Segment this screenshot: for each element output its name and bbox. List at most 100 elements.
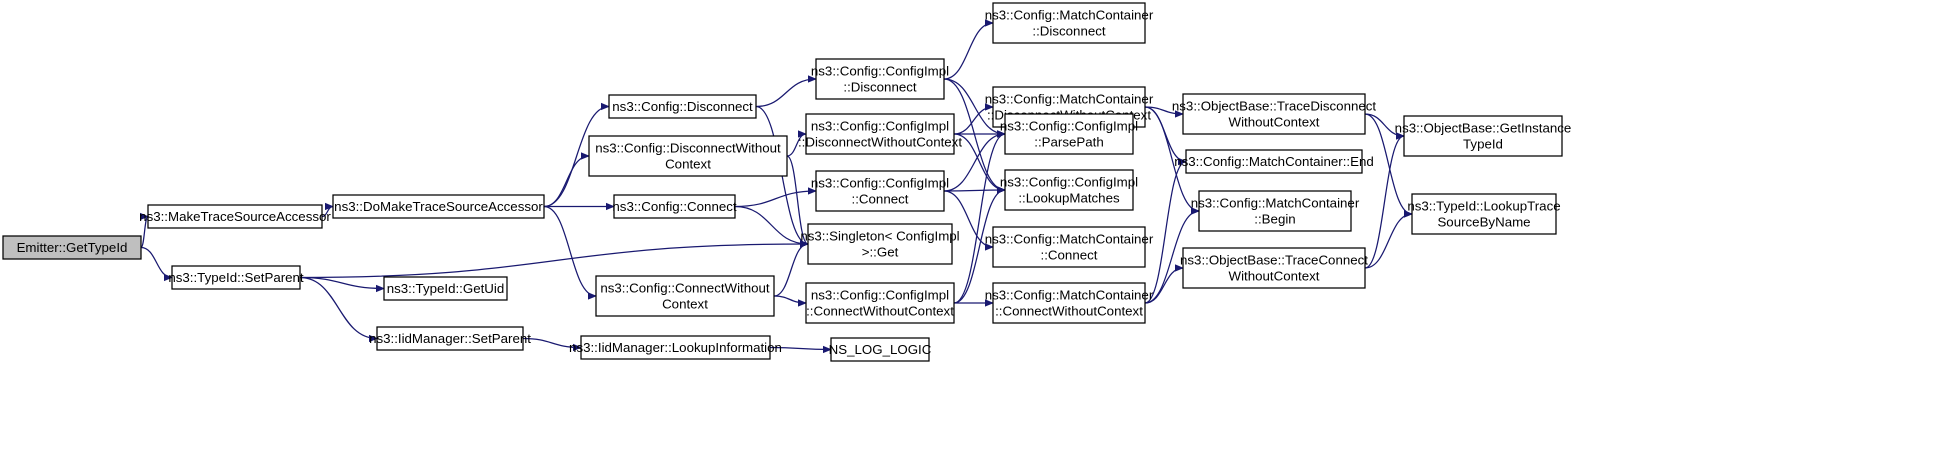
node-box	[1185, 149, 1363, 174]
node-ns-log-logic[interactable]: NS_LOG_LOGIC	[829, 337, 932, 362]
edge-path	[299, 244, 808, 279]
node-label: ns3::Config::MatchContainer	[1191, 196, 1360, 211]
node-label: ns3::Config::MatchContainer	[985, 288, 1154, 303]
node-label: >::Get	[862, 245, 899, 260]
node-matchcontainer-begin[interactable]: ns3::Config::MatchContainer::Begin	[1191, 190, 1360, 232]
edge-configimpl-disconnect-without-context-to-matchcontainer-disconnect-without-context	[953, 107, 994, 135]
node-label: ns3::Config::ConfigImpl	[1000, 175, 1138, 190]
node-typeid-setparent[interactable]: ns3::TypeId::SetParent	[168, 265, 304, 290]
edge-matchcontainer-connect-without-context-to-matchcontainer-end	[1144, 162, 1187, 304]
node-label: ns3::MakeTraceSourceAccessor	[139, 209, 331, 224]
node-configimpl-lookupmatches[interactable]: ns3::Config::ConfigImpl::LookupMatches	[1000, 169, 1138, 211]
node-config-connect-without-context[interactable]: ns3::Config::ConnectWithoutContext	[595, 275, 775, 317]
node-config-disconnect-without-context[interactable]: ns3::Config::DisconnectWithoutContext	[588, 135, 788, 177]
node-box	[1403, 115, 1563, 157]
edge-do-make-trace-source-accessor-to-config-disconnect-without-context	[543, 156, 590, 208]
node-label: ns3::ObjectBase::TraceDisconnect	[1172, 99, 1377, 114]
node-matchcontainer-connect-without-context[interactable]: ns3::Config::MatchContainer::ConnectWith…	[985, 282, 1154, 324]
node-label: ns3::Config::MatchContainer	[985, 8, 1154, 23]
node-box	[595, 275, 775, 317]
node-config-connect[interactable]: ns3::Config::Connect	[612, 194, 737, 219]
node-configimpl-disconnect[interactable]: ns3::Config::ConfigImpl::Disconnect	[811, 58, 949, 100]
edge-emitter-gettypeid-to-make-trace-source-accessor	[141, 217, 149, 249]
edge-path	[953, 190, 1006, 304]
node-matchcontainer-disconnect[interactable]: ns3::Config::MatchContainer::Disconnect	[985, 2, 1154, 44]
node-label: ::DisconnectWithoutContext	[798, 135, 962, 150]
edge-matchcontainer-disconnect-without-context-to-matchcontainer-begin	[1144, 106, 1200, 211]
edge-configimpl-disconnect-to-matchcontainer-disconnect	[943, 23, 994, 80]
edge-make-trace-source-accessor-to-do-make-trace-source-accessor	[321, 207, 334, 218]
edge-path	[543, 156, 590, 208]
edge-path	[943, 23, 994, 80]
node-label: ns3::Config::ConfigImpl	[811, 119, 949, 134]
edge-path	[1144, 211, 1200, 304]
edge-path	[943, 134, 1006, 192]
edge-path	[734, 205, 808, 245]
edge-path	[321, 207, 334, 218]
edge-typeid-setparent-to-typeid-getuid	[299, 276, 384, 289]
node-label: Emitter::GetTypeId	[17, 240, 128, 255]
edge-typeid-setparent-to-singleton-get	[299, 244, 808, 279]
edge-path	[943, 190, 994, 247]
node-box	[1182, 93, 1366, 135]
node-label: ::ConnectWithoutContext	[995, 304, 1143, 319]
node-matchcontainer-connect[interactable]: ns3::Config::MatchContainer::Connect	[985, 226, 1154, 268]
node-label: ::ConnectWithoutContext	[806, 304, 954, 319]
node-label: ns3::Config::ConnectWithout	[600, 281, 770, 296]
edge-path	[755, 79, 816, 108]
edges-layer	[141, 23, 1413, 350]
edge-path	[786, 134, 807, 157]
edge-iidmanager-lookupinformation-to-ns-log-logic	[769, 348, 831, 350]
edge-path	[769, 348, 831, 350]
node-typeid-getuid[interactable]: ns3::TypeId::GetUid	[383, 276, 508, 301]
node-label: WithoutContext	[1229, 115, 1320, 130]
node-iidmanager-setparent[interactable]: ns3::IidManager::SetParent	[369, 326, 531, 351]
node-do-make-trace-source-accessor[interactable]: ns3::DoMakeTraceSourceAccessor	[332, 194, 545, 219]
node-label: ns3::IidManager::SetParent	[369, 331, 531, 346]
node-label: ns3::Config::ConfigImpl	[1000, 119, 1138, 134]
node-objectbase-trace-connect-without-context[interactable]: ns3::ObjectBase::TraceConnectWithoutCont…	[1180, 247, 1368, 289]
edge-matchcontainer-connect-without-context-to-matchcontainer-begin	[1144, 211, 1200, 304]
node-box	[147, 204, 323, 229]
node-box	[1411, 193, 1557, 235]
node-configimpl-connect-without-context[interactable]: ns3::Config::ConfigImpl::ConnectWithoutC…	[805, 282, 955, 324]
node-objectbase-trace-disconnect-without-context[interactable]: ns3::ObjectBase::TraceDisconnectWithoutC…	[1172, 93, 1377, 135]
node-configimpl-disconnect-without-context[interactable]: ns3::Config::ConfigImpl::DisconnectWitho…	[798, 113, 962, 155]
node-config-disconnect[interactable]: ns3::Config::Disconnect	[608, 94, 757, 119]
edge-path	[1364, 113, 1413, 214]
edge-config-disconnect-to-configimpl-disconnect	[755, 79, 816, 108]
node-label: NS_LOG_LOGIC	[829, 342, 932, 357]
node-box	[807, 223, 953, 265]
node-label: ns3::TypeId::LookupTrace	[1407, 199, 1560, 214]
edge-path	[773, 244, 809, 297]
node-label: ns3::Config::MatchContainer::End	[1174, 154, 1374, 169]
node-make-trace-source-accessor[interactable]: ns3::MakeTraceSourceAccessor	[139, 204, 331, 229]
edge-iidmanager-setparent-to-iidmanager-lookupinformation	[522, 337, 581, 348]
node-box	[805, 113, 955, 155]
node-label: ::Disconnect	[1032, 24, 1105, 39]
node-singleton-get[interactable]: ns3::Singleton< ConfigImpl >::Get	[800, 223, 960, 265]
nodes-layer: Emitter::GetTypeId ns3::MakeTraceSourceAc…	[2, 2, 1572, 362]
node-box	[1004, 113, 1134, 155]
node-iidmanager-lookupinformation[interactable]: ns3::IidManager::LookupInformation	[569, 335, 782, 360]
node-matchcontainer-end[interactable]: ns3::Config::MatchContainer::End	[1174, 149, 1374, 174]
node-label: ::Connect	[852, 192, 909, 207]
edge-configimpl-connect-to-matchcontainer-connect	[943, 190, 994, 247]
node-configimpl-parsepath[interactable]: ns3::Config::ConfigImpl::ParsePath	[1000, 113, 1138, 155]
node-box	[830, 337, 930, 362]
edge-path	[1144, 106, 1200, 211]
node-label: ns3::TypeId::GetUid	[387, 281, 505, 296]
node-box	[1004, 169, 1134, 211]
edge-path	[299, 276, 377, 339]
node-label: ns3::Config::MatchContainer	[985, 92, 1154, 107]
node-label: ::ParsePath	[1034, 135, 1103, 150]
node-label: ns3::Config::ConfigImpl	[811, 176, 949, 191]
edge-configimpl-connect-without-context-to-configimpl-lookupmatches	[953, 190, 1006, 304]
node-box	[992, 2, 1146, 44]
node-label: ns3::Singleton< ConfigImpl	[800, 229, 959, 244]
node-emitter-gettypeid[interactable]: Emitter::GetTypeId	[2, 235, 142, 260]
node-label: ::Begin	[1254, 212, 1295, 227]
node-configimpl-connect[interactable]: ns3::Config::ConfigImpl::Connect	[811, 170, 949, 212]
